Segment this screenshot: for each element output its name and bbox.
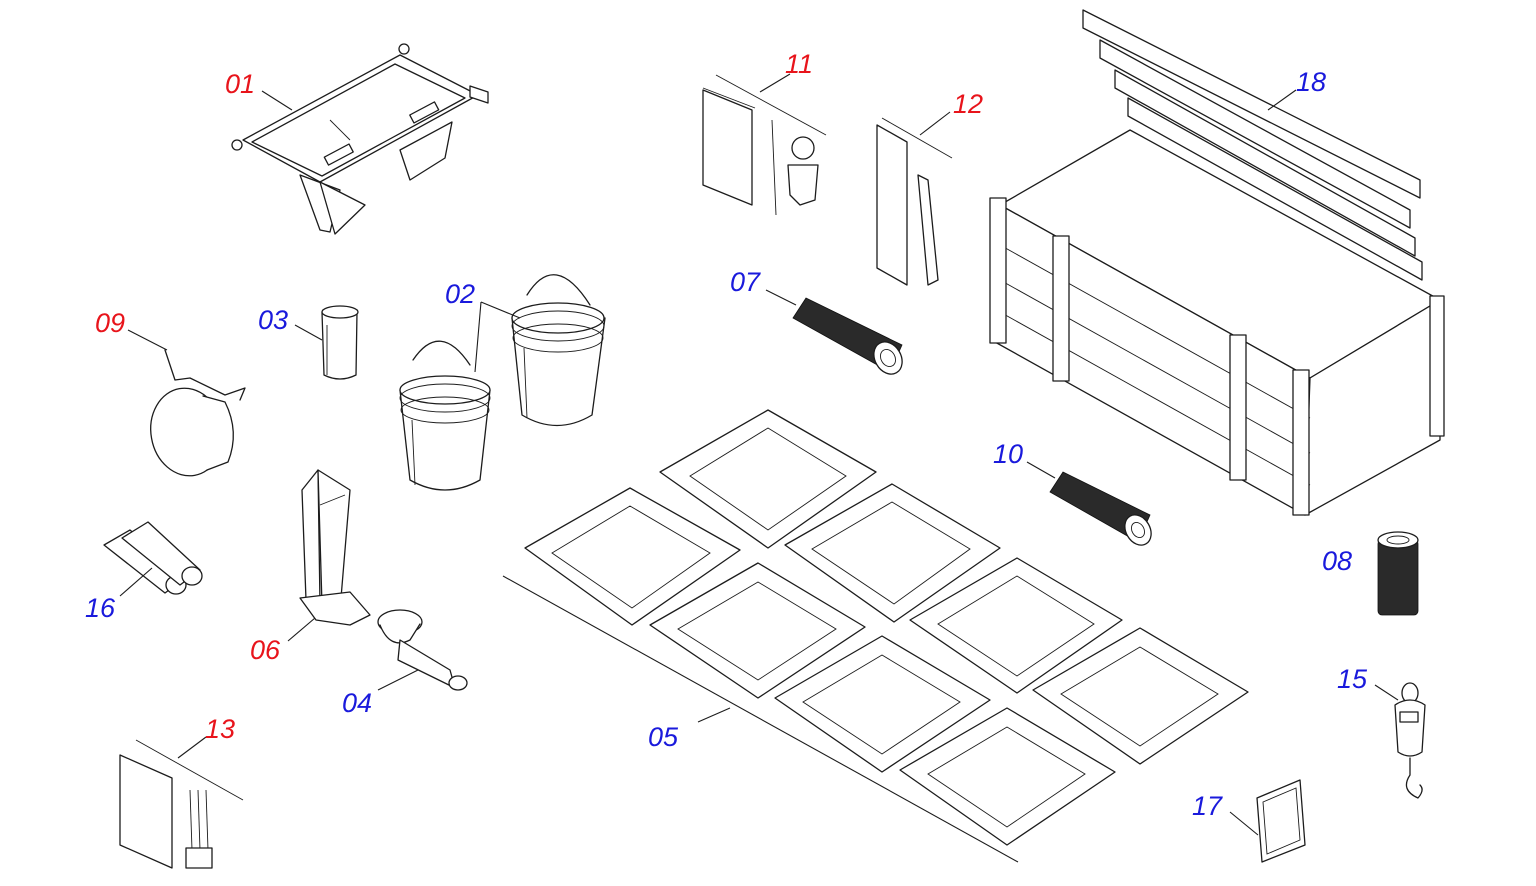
part-18-crate: [989, 9, 1445, 516]
label-04: 04: [342, 688, 372, 718]
part-13-manual-probe: [119, 739, 244, 869]
label-02: 02: [445, 279, 475, 309]
part-02-buckets: [399, 274, 606, 491]
part-17-frame: [1256, 779, 1306, 863]
label-13: 13: [205, 714, 235, 744]
label-09: 09: [95, 308, 125, 338]
part-08-filter: [1377, 531, 1419, 616]
label-10: 10: [993, 439, 1023, 469]
label-06: 06: [250, 635, 281, 665]
label-18: 18: [1296, 67, 1326, 97]
label-16: 16: [85, 593, 116, 623]
part-10-filter: [1049, 471, 1152, 546]
part-01-sieve-frame: [231, 43, 489, 235]
label-01: 01: [225, 69, 255, 99]
part-03-measuring-cup: [321, 305, 359, 380]
label-12: 12: [953, 89, 983, 119]
part-16-rolls: [103, 521, 203, 595]
label-08: 08: [1322, 546, 1352, 576]
part-15-hanging-scale: [1394, 682, 1426, 799]
label-17: 17: [1192, 791, 1223, 821]
part-12-manual-wrench: [876, 117, 953, 286]
label-03: 03: [258, 305, 288, 335]
label-11: 11: [785, 49, 813, 79]
label-05: 05: [648, 722, 679, 752]
label-15: 15: [1337, 664, 1368, 694]
label-07: 07: [730, 267, 761, 297]
part-06-stand: [299, 469, 371, 626]
part-09-disc-cover: [150, 349, 246, 477]
part-07-filter: [792, 297, 903, 375]
part-05-trays: [524, 409, 1249, 846]
part-11-manual-gauge-kit: [702, 74, 827, 216]
part-04-scoop: [377, 609, 468, 691]
